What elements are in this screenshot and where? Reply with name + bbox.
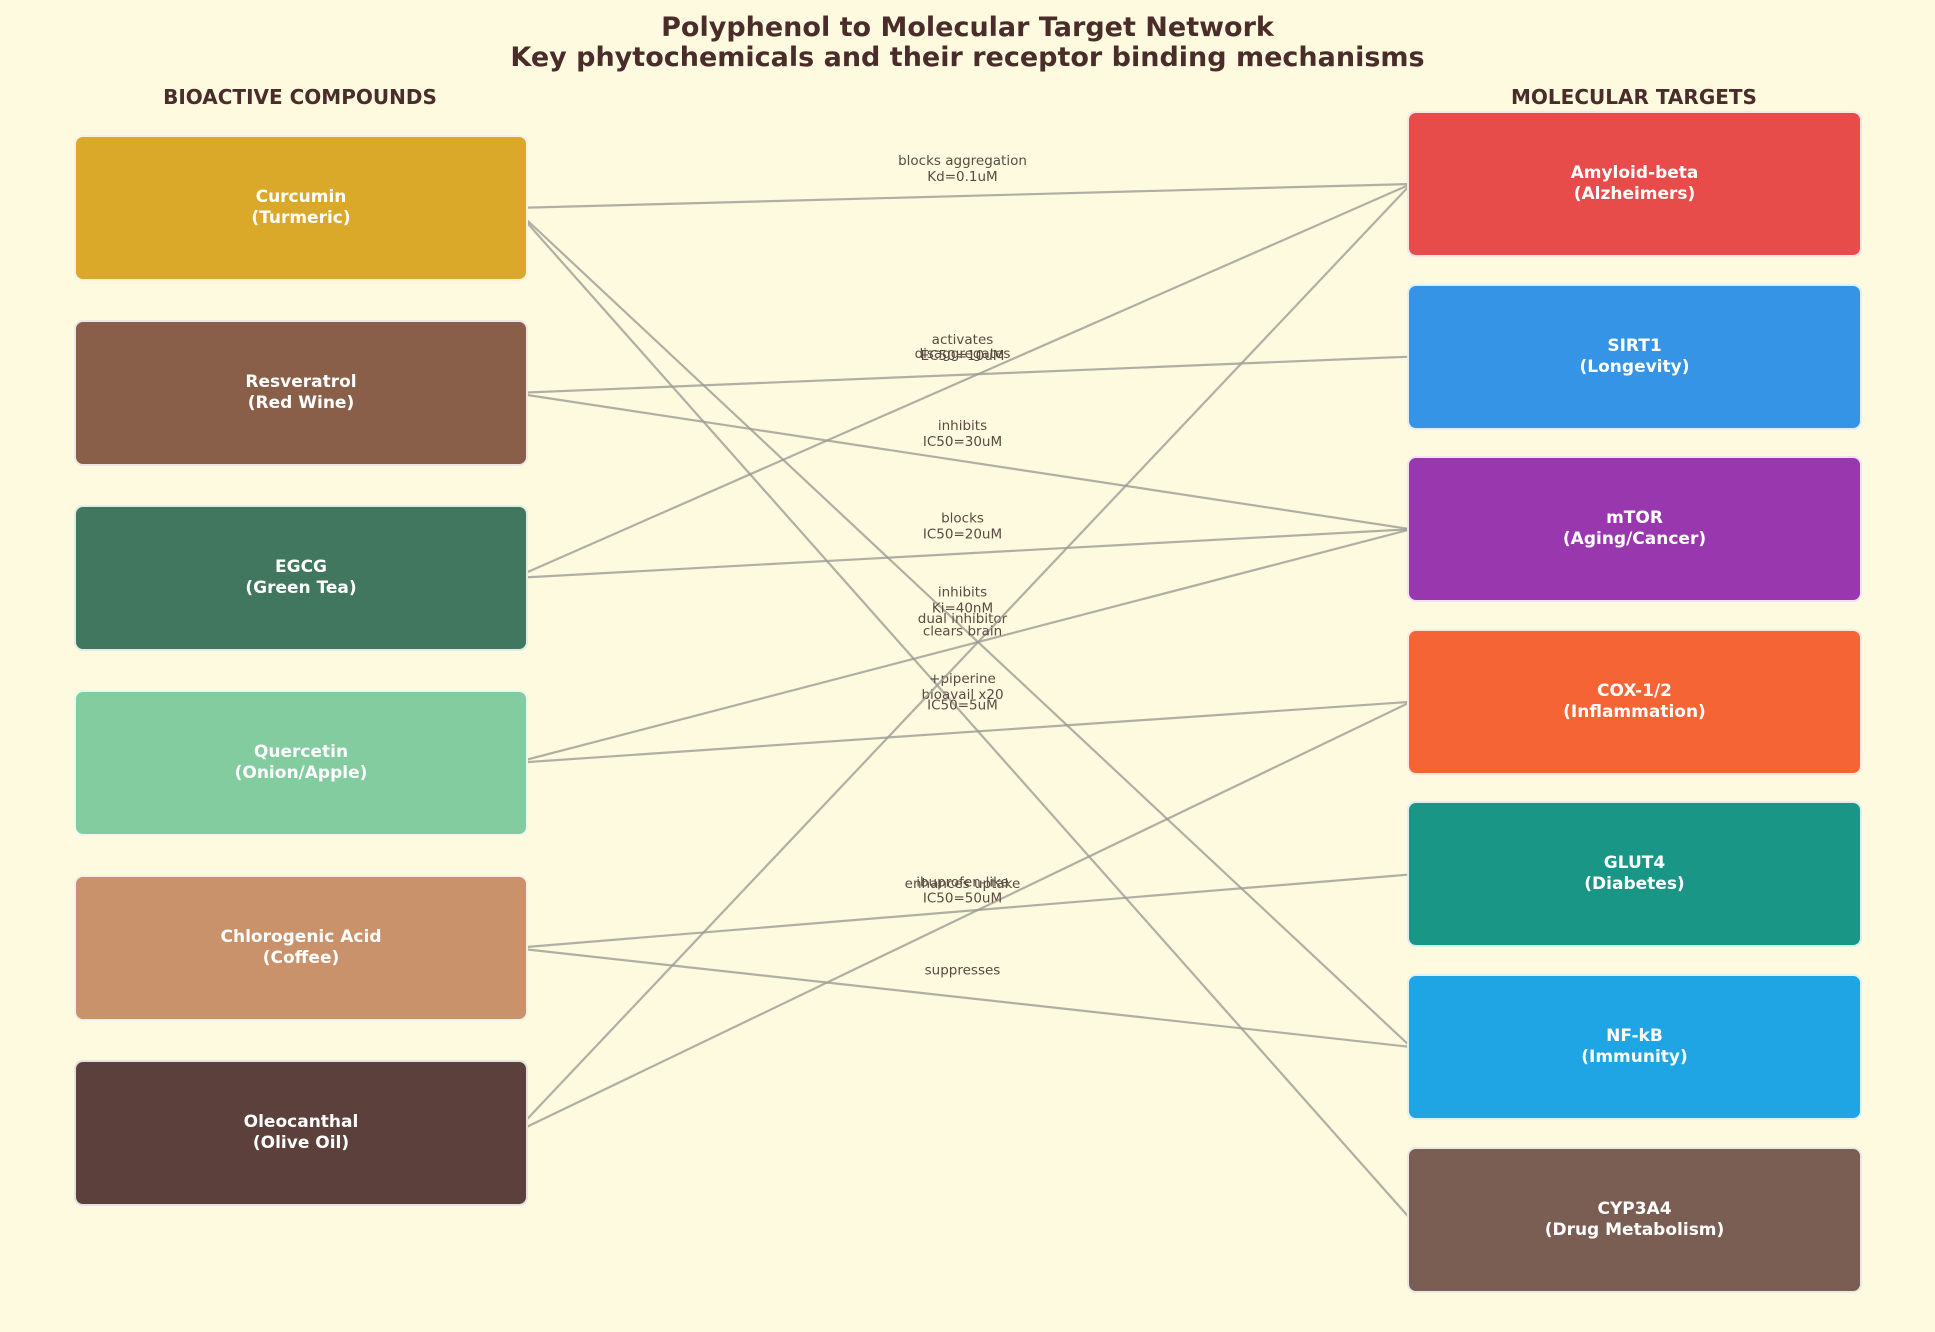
edge-label-line: ibuprofen-like xyxy=(916,874,1009,890)
edge-line xyxy=(513,183,1412,1134)
edge-label-line: suppresses xyxy=(925,963,1001,979)
compound-name: Curcumin xyxy=(255,187,347,207)
edge-line xyxy=(513,528,1412,580)
edge-label: IC50=5uM xyxy=(927,697,998,713)
target-subtitle: (Aging/Cancer) xyxy=(1562,529,1707,550)
compound-subtitle: (Turmeric) xyxy=(251,208,351,228)
edge-label-line: IC50=50uM xyxy=(923,890,1002,906)
edge-line xyxy=(513,182,1412,210)
compound-name: Resveratrol xyxy=(245,372,357,392)
edge-label-line: IC50=20uM xyxy=(923,527,1002,543)
compound-node-resveratrol[interactable]: Resveratrol(Red Wine) xyxy=(74,320,528,466)
target-name: GLUT4 xyxy=(1603,853,1666,874)
target-node-nf-kb[interactable]: NF-kB(Immunity) xyxy=(1407,974,1862,1120)
edge-line xyxy=(513,355,1412,395)
compound-name: EGCG xyxy=(275,557,327,577)
diagram-title-line1: Polyphenol to Molecular Target Network xyxy=(661,12,1274,43)
compound-node-quercetin[interactable]: Quercetin(Onion/Apple) xyxy=(74,690,528,836)
edge-label-line: Ki=40nM xyxy=(932,601,993,617)
target-name: Amyloid-beta xyxy=(1570,163,1699,183)
target-node-amyloid-beta[interactable]: Amyloid-beta(Alzheimers) xyxy=(1407,111,1862,257)
target-node-sirt1[interactable]: SIRT1(Longevity) xyxy=(1407,283,1862,430)
target-subtitle: (Immunity) xyxy=(1581,1047,1688,1067)
edge-line xyxy=(513,700,1412,765)
edge-line xyxy=(513,207,1412,1048)
edge-label-line: disaggregates xyxy=(915,346,1011,362)
edge-line xyxy=(513,528,1412,765)
edge-line xyxy=(513,873,1412,950)
edge-label-line: Kd=0.1uM xyxy=(927,169,997,185)
compound-subtitle: (Coffee) xyxy=(262,948,340,968)
edge-oleocanthal-to-amyloid-beta: clears brain xyxy=(513,176,1418,1134)
diagram-title-line2: Key phytochemicals and their receptor bi… xyxy=(510,42,1425,73)
target-node-cox-1-2[interactable]: COX-1/2(Inflammation) xyxy=(1407,628,1862,775)
target-subtitle: (Longevity) xyxy=(1579,356,1690,377)
target-node-cyp3a4[interactable]: CYP3A4(Drug Metabolism) xyxy=(1407,1146,1862,1293)
target-node-glut4[interactable]: GLUT4(Diabetes) xyxy=(1407,801,1862,948)
compound-name: Chlorogenic Acid xyxy=(220,927,382,947)
edge-line xyxy=(513,700,1412,1134)
compound-node-oleocanthal[interactable]: Oleocanthal(Olive Oil) xyxy=(74,1060,528,1206)
edge-label-line: inhibits xyxy=(938,418,987,434)
edge-line xyxy=(513,207,1412,1221)
edge-line xyxy=(513,946,1412,1049)
edge-label-line: inhibits xyxy=(938,585,987,601)
edge-label-line: EC50=10uM xyxy=(921,348,1005,364)
edge-chlorogenic-acid-to-nf-kb: suppresses xyxy=(513,946,1421,1051)
target-node-mtor[interactable]: mTOR(Aging/Cancer) xyxy=(1407,456,1862,603)
compound-name: Oleocanthal xyxy=(243,1112,359,1132)
target-name: SIRT1 xyxy=(1607,335,1662,356)
compound-subtitle: (Olive Oil) xyxy=(252,1133,350,1153)
edge-line xyxy=(513,182,1412,580)
target-name: NF-kB xyxy=(1606,1026,1663,1046)
target-subtitle: (Inflammation) xyxy=(1563,701,1706,722)
edge-label-line: bioavail x20 xyxy=(921,687,1003,703)
edge-label-line: clears brain xyxy=(923,624,1002,640)
target-name: CYP3A4 xyxy=(1597,1198,1672,1219)
compound-node-chlorogenic-acid[interactable]: Chlorogenic Acid(Coffee) xyxy=(74,875,528,1021)
edge-line xyxy=(513,391,1412,531)
compound-name: Quercetin xyxy=(253,742,349,762)
compound-subtitle: (Onion/Apple) xyxy=(234,763,368,783)
edge-label-line: IC50=30uM xyxy=(923,434,1002,450)
compound-subtitle: (Green Tea) xyxy=(245,578,357,598)
edge-label: disaggregates xyxy=(915,346,1011,362)
edge-label: suppresses xyxy=(925,963,1001,979)
edge-label-line: IC50=5uM xyxy=(927,697,998,713)
compound-node-egcg[interactable]: EGCG(Green Tea) xyxy=(74,505,528,651)
compounds-heading: BIOACTIVE COMPOUNDS xyxy=(163,85,437,109)
target-subtitle: (Drug Metabolism) xyxy=(1544,1219,1725,1240)
edge-label: clears brain xyxy=(923,624,1002,640)
edge-quercetin-to-mtor: dual inhibitor xyxy=(513,525,1421,765)
target-subtitle: (Alzheimers) xyxy=(1573,184,1696,204)
target-name: COX-1/2 xyxy=(1597,680,1672,701)
edge-label: enhances uptake xyxy=(905,876,1021,892)
edge-label: dual inhibitor xyxy=(918,611,1008,627)
edge-label-line: activates xyxy=(932,332,994,348)
edge-label-line: enhances uptake xyxy=(905,876,1021,892)
compound-node-curcumin[interactable]: Curcumin(Turmeric) xyxy=(74,135,528,281)
edge-label-line: dual inhibitor xyxy=(918,611,1008,627)
target-subtitle: (Diabetes) xyxy=(1584,874,1685,895)
targets-heading: MOLECULAR TARGETS xyxy=(1511,85,1757,109)
edge-label-line: blocks aggregation xyxy=(898,153,1027,169)
edge-quercetin-to-cox-1-2: IC50=5uM xyxy=(513,697,1421,765)
target-name: mTOR xyxy=(1606,508,1663,529)
compound-subtitle: (Red Wine) xyxy=(247,393,355,413)
edge-label-line: blocks xyxy=(941,511,984,527)
